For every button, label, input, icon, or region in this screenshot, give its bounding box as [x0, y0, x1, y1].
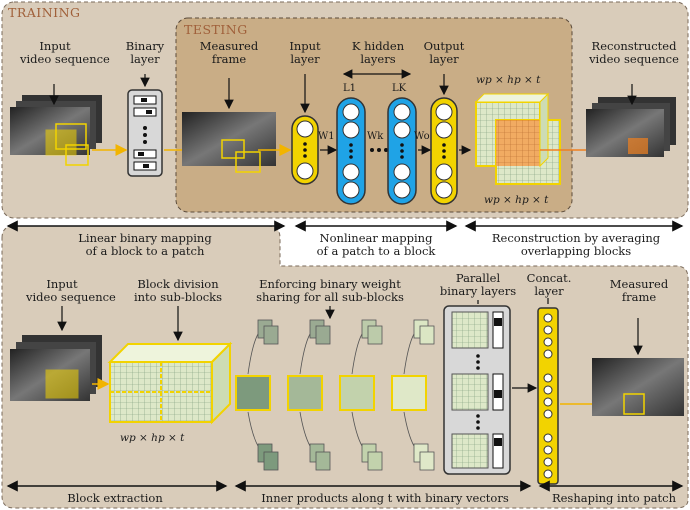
layer-l1-label: L1 [343, 83, 357, 94]
concat-layer [537, 307, 559, 485]
caption-block-extraction: Block extraction [67, 491, 163, 505]
weight-wo: Wo [414, 131, 430, 142]
caption-reshaping: Reshaping into patch [551, 491, 677, 505]
reconstruction-cubes [474, 92, 561, 185]
weight-w1: W1 [318, 131, 335, 142]
sub-block-slices-bottom [257, 443, 435, 471]
sub-blocks-row [235, 375, 427, 411]
layer-lk-label: LK [392, 83, 407, 94]
block-dim-label: wp × hp × t [120, 432, 185, 444]
patch-dim-top: wp × hp × t [476, 74, 541, 86]
output-layer-nodes [430, 97, 458, 205]
weight-wk: Wk [367, 131, 384, 142]
patch-dim-bottom: wp × hp × t [484, 194, 549, 206]
bottom-panel [1, 225, 689, 509]
input-video-stack [10, 95, 102, 166]
hidden-layer-lk [387, 97, 417, 205]
binary-layer-cells [133, 95, 157, 171]
sub-block-slices-top [257, 319, 435, 345]
bottom-measured-frame-image [592, 358, 684, 416]
concat-label: Concat.layer [526, 271, 572, 298]
input-layer-nodes [291, 115, 319, 185]
testing-title: TESTING [184, 22, 248, 37]
training-title: TRAINING [8, 5, 81, 20]
block-division-cube [107, 341, 233, 425]
hidden-layer-l1 [336, 97, 366, 205]
parallel-binary-layers [443, 305, 511, 475]
caption-inner-products: Inner products along t with binary vecto… [261, 491, 509, 505]
bottom-input-video-stack [10, 335, 102, 401]
reconstructed-video-stack [586, 97, 676, 157]
